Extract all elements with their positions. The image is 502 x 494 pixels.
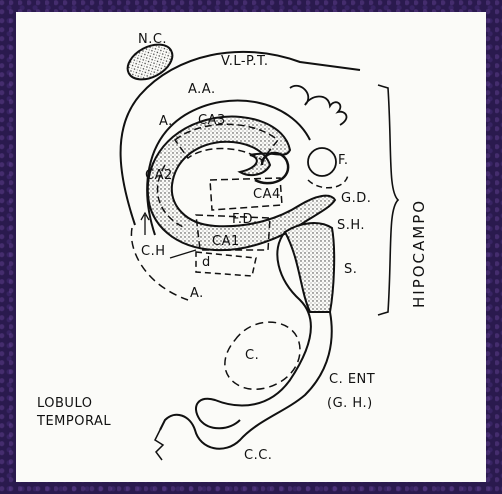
label-ca4: CA4 <box>253 187 281 202</box>
label-s: S. <box>344 262 357 277</box>
label-hipocampo-wrapper: HIPOCAMPO <box>408 148 428 308</box>
label-gh: (G. H.) <box>327 396 373 411</box>
label-fd: F.D. <box>232 212 258 227</box>
label-ch: C.H <box>141 244 166 259</box>
entorhinal-contour <box>160 312 332 449</box>
label-f: F. <box>338 153 349 168</box>
parahippocampal-contour <box>196 232 311 428</box>
label-a-upper: A. <box>159 114 173 129</box>
subiculum-shape <box>285 223 334 312</box>
label-ca3: CA3 <box>198 113 226 128</box>
ch-pointer <box>170 250 196 258</box>
label-a-lower: A. <box>190 286 204 301</box>
label-nc: N.C. <box>138 32 167 47</box>
temporal-horn-line <box>290 86 346 125</box>
label-c-ent: C. ENT <box>329 372 375 387</box>
label-ca2: CA2 <box>145 168 173 183</box>
label-sh: S.H. <box>337 218 365 233</box>
label-aa: A.A. <box>188 82 216 97</box>
fimbria-dashed <box>308 175 348 188</box>
label-gd: G.D. <box>341 191 371 206</box>
label-hipocampo: HIPOCAMPO <box>410 199 428 308</box>
cavity-dashed-shape <box>225 322 300 389</box>
label-d: d <box>202 255 211 270</box>
label-cc: C.C. <box>244 448 272 463</box>
label-temporal: TEMPORAL <box>37 414 111 429</box>
hippocampus-bracket <box>378 85 398 315</box>
label-vlpt: V.L-P.T. <box>221 54 269 69</box>
cut-edge <box>155 430 163 460</box>
label-ca1: CA1 <box>212 234 240 249</box>
label-c: C. <box>245 348 259 363</box>
fimbria-shape <box>308 148 336 176</box>
label-lobulo: LOBULO <box>37 396 92 411</box>
